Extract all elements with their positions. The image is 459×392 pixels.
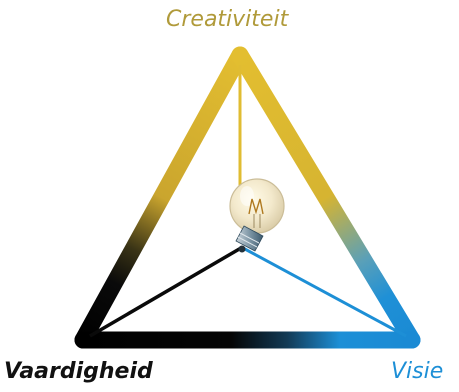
- label-creativiteit: Creativiteit: [166, 9, 288, 31]
- light-bulb-icon: [230, 179, 284, 253]
- label-vaardigheid: Vaardigheid: [4, 361, 153, 383]
- label-visie: Visie: [391, 361, 443, 383]
- edge-creativiteit-vaardigheid: [83, 55, 240, 340]
